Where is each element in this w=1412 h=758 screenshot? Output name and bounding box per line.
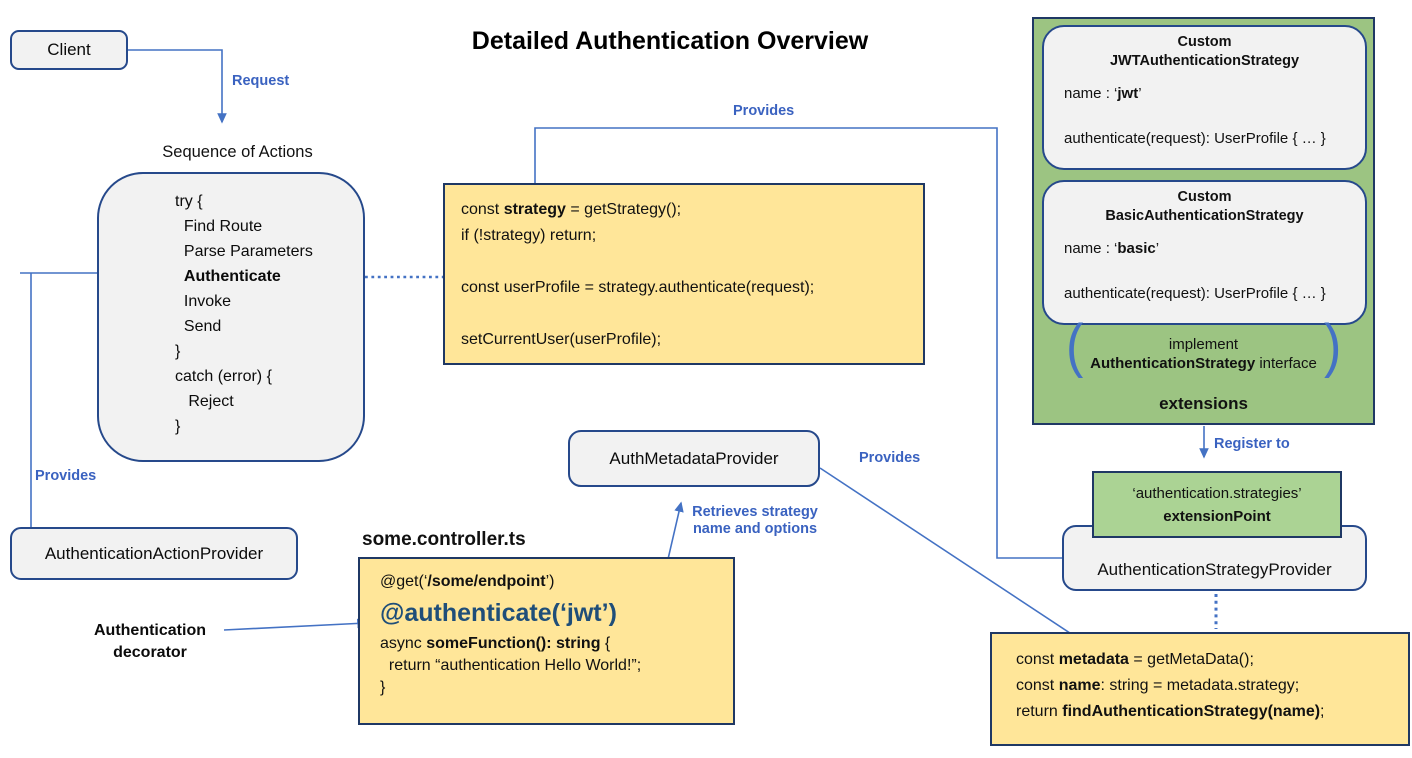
sequence-line-authenticate: Authenticate xyxy=(183,268,281,285)
get-decorator-line: @get(‘/some/endpoint’) xyxy=(380,573,555,590)
retrieves-strategy-line2: name and options xyxy=(692,521,818,537)
jwt-strategy-box: Custom JWTAuthenticationStrategy name : … xyxy=(1042,25,1367,170)
provides-mid-label: Provides xyxy=(859,450,921,466)
auth-metadata-provider-label: AuthMetadataProvider xyxy=(609,448,779,468)
code-line: const metadata = getMetaData(); xyxy=(1016,651,1254,668)
request-label: Request xyxy=(232,73,290,89)
authentication-decorator-label: Authentication decorator xyxy=(70,620,230,664)
client-label: Client xyxy=(47,40,91,59)
jwt-authenticate-line: authenticate(request): UserProfile { … } xyxy=(1064,130,1326,147)
register-to-label: Register to xyxy=(1214,436,1290,452)
provides-left-label: Provides xyxy=(35,468,97,484)
client-node: Client xyxy=(10,30,128,70)
sequence-line: catch (error) { xyxy=(175,368,272,385)
sequence-line: Find Route xyxy=(175,218,263,235)
sequence-line: Invoke xyxy=(175,293,232,310)
extension-point-binding: ‘authentication.strategies’ xyxy=(1132,485,1302,502)
authentication-action-provider-node: AuthenticationActionProvider xyxy=(10,527,298,580)
authentication-strategy-provider-label: AuthenticationStrategyProvider xyxy=(1097,560,1332,579)
retrieves-strategy-label: Retrieves strategy name and options xyxy=(680,504,830,538)
implement-line1: implement xyxy=(1168,336,1239,353)
basic-name-line: name : ‘basic’ xyxy=(1064,240,1160,257)
controller-filename: some.controller.ts xyxy=(362,529,526,550)
extension-point-node: ‘authentication.strategies’ extensionPoi… xyxy=(1092,471,1342,538)
sequence-line: Parse Parameters xyxy=(175,243,313,260)
code-line: const userProfile = strategy.authenticat… xyxy=(461,279,815,296)
sequence-line: try { xyxy=(175,193,203,210)
bracket-left: ( xyxy=(1066,312,1084,380)
basic-strategy-title2: BasicAuthenticationStrategy xyxy=(1105,208,1304,224)
close-brace-line: } xyxy=(380,679,386,696)
extensions-label: extensions xyxy=(1159,394,1248,413)
implement-line2: AuthenticationStrategy interface xyxy=(1090,355,1317,372)
sequence-of-actions-node: try { Find Route Parse Parameters Authen… xyxy=(97,172,365,462)
async-function-line: async someFunction(): string { xyxy=(380,635,611,652)
code-line: if (!strategy) return; xyxy=(461,227,597,244)
authentication-decorator-line2: decorator xyxy=(113,644,187,661)
sequence-line: } xyxy=(175,343,181,360)
strategy-code-box: const strategy = getStrategy(); if (!str… xyxy=(443,183,925,365)
diagram-title: Detailed Authentication Overview xyxy=(471,27,869,55)
decorator-arrow xyxy=(223,618,368,631)
controller-code-box: @get(‘/some/endpoint’) @authenticate(‘jw… xyxy=(358,557,735,725)
request-arrow xyxy=(128,49,227,124)
basic-strategy-title: Custom xyxy=(1177,189,1232,205)
code-line: setCurrentUser(userProfile); xyxy=(461,331,662,348)
jwt-name-line: name : ‘jwt’ xyxy=(1064,85,1142,102)
auth-metadata-provider-node: AuthMetadataProvider xyxy=(568,430,820,487)
code-line: return findAuthenticationStrategy(name); xyxy=(1016,703,1325,720)
code-line: const name: string = metadata.strategy; xyxy=(1016,677,1300,694)
authentication-action-provider-label: AuthenticationActionProvider xyxy=(44,543,264,563)
sequence-of-actions-title: Sequence of Actions xyxy=(162,143,313,161)
retrieves-strategy-line1: Retrieves strategy xyxy=(692,504,818,520)
sequence-line: Send xyxy=(175,318,222,335)
extension-point-label: extensionPoint xyxy=(1163,508,1271,525)
authentication-decorator-line1: Authentication xyxy=(94,622,206,639)
code-line: const strategy = getStrategy(); xyxy=(461,201,682,218)
authenticate-decorator-line: @authenticate(‘jwt’) xyxy=(380,599,617,627)
provides-mid-connector xyxy=(819,467,1084,642)
sequence-line: } xyxy=(175,418,181,435)
jwt-strategy-title: Custom xyxy=(1177,34,1232,50)
basic-strategy-box: Custom BasicAuthenticationStrategy name … xyxy=(1042,180,1367,325)
provides-top-label: Provides xyxy=(733,103,795,119)
basic-authenticate-line: authenticate(request): UserProfile { … } xyxy=(1064,285,1326,302)
bracket-right: ) xyxy=(1324,312,1342,380)
jwt-strategy-title2: JWTAuthenticationStrategy xyxy=(1109,53,1300,69)
sequence-code: try { Find Route Parse Parameters Authen… xyxy=(175,189,313,439)
sequence-line: Reject xyxy=(175,393,234,410)
metadata-code-box: const metadata = getMetaData(); const na… xyxy=(990,632,1410,746)
return-line: return “authentication Hello World!”; xyxy=(380,657,642,674)
